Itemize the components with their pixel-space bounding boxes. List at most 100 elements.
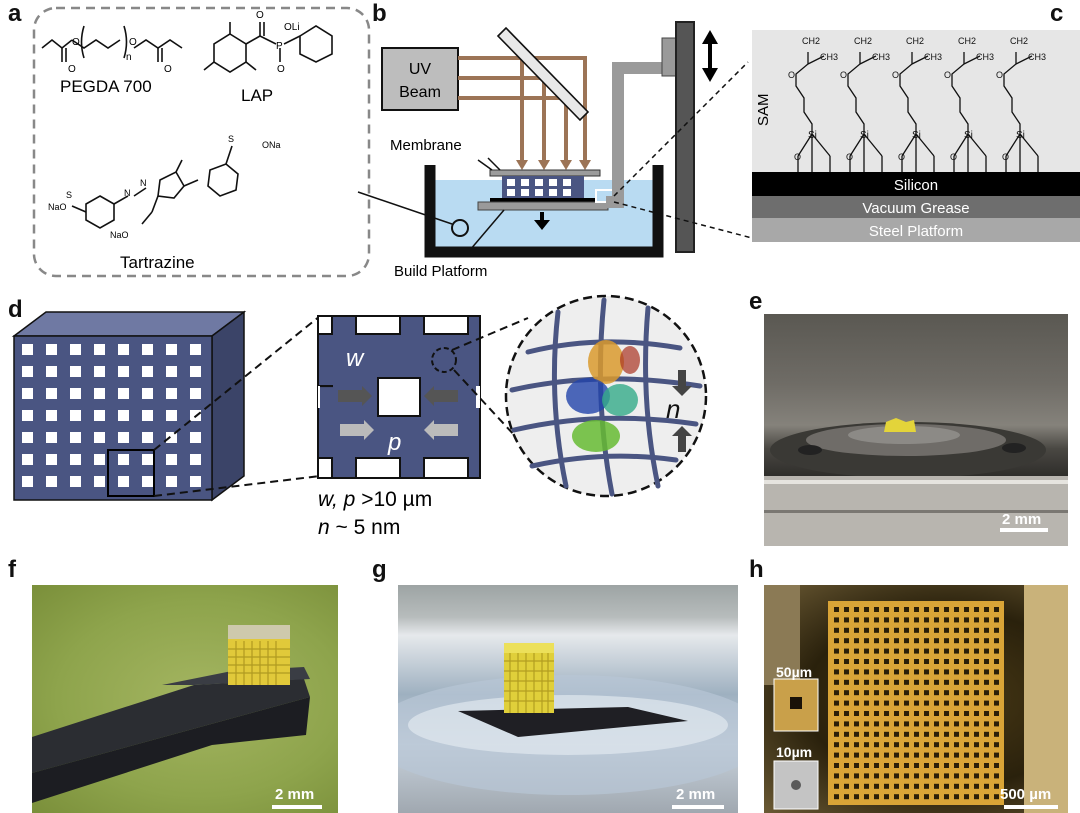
lattice-pore [994,721,999,727]
panel-g-scale: 2 mm [676,786,715,803]
lattice-pore [934,731,939,737]
lattice-pore [974,721,979,727]
cube-pore [94,388,105,399]
cube-pore [22,476,33,487]
lattice-pore [984,627,989,633]
lattice-pore [994,700,999,706]
cube-pore [166,454,177,465]
lattice-pore [934,794,939,800]
lattice-pore [904,783,909,789]
lattice-pore [964,763,969,768]
lattice-pore [884,773,889,779]
lattice-pore [934,617,939,623]
cube-pore [22,454,33,465]
lattice-pore [914,669,919,675]
lattice-pore [854,752,859,758]
cube-pore [22,432,33,443]
cube-pore [22,344,33,355]
lattice-pore [944,752,949,758]
lattice-pore [964,690,969,696]
n-label: n [666,394,680,424]
pegda-o4: O [164,64,172,75]
cube-pore [166,344,177,355]
lattice-pore [874,763,879,768]
lattice-pore [914,638,919,644]
lattice-pore [884,617,889,623]
lattice-pore [944,607,949,612]
cube-pore [190,432,201,443]
lattice-pore [864,742,869,748]
lattice-pore [834,773,839,779]
lattice-pore [874,638,879,644]
sam-ch3: CH3 [976,52,994,62]
lattice-pore [894,659,899,664]
lattice-pore [974,731,979,737]
lattice-pore [964,711,969,716]
lattice-pore [924,617,929,623]
lattice-pore [984,794,989,800]
lattice-pore [854,731,859,737]
lattice-pore [914,721,919,727]
lattice-pore [904,690,909,696]
lattice-pore [964,617,969,623]
panel-e-scale: 2 mm [1002,511,1041,528]
panel-g-photo: 2 mm [398,585,738,813]
lattice-pore [944,763,949,768]
lattice-pore [964,607,969,612]
lattice-pore [954,794,959,800]
lattice-pore [924,711,929,716]
lattice-pore [894,742,899,748]
lattice-pore [984,700,989,706]
lattice-pore [944,783,949,789]
lattice-pore [894,731,899,737]
cube-pore [142,410,153,421]
lattice-pore [974,617,979,623]
panel-f-scale: 2 mm [275,786,314,803]
cube-pore [22,366,33,377]
lattice-pore [934,690,939,696]
lattice-pore [874,669,879,675]
lattice-pore [964,794,969,800]
cube-pore [46,388,57,399]
lattice-pore [834,617,839,623]
lattice-pore [914,783,919,789]
lattice-pore [964,648,969,654]
lattice-pore [974,752,979,758]
sam-o-base: O [1002,152,1009,162]
lattice-pore [974,648,979,654]
lattice-pore [924,794,929,800]
pegda-label: PEGDA 700 [60,77,152,96]
cube-pore [70,410,81,421]
lattice-pore [994,690,999,696]
sam-o-base: O [794,152,801,162]
cube-pore [142,366,153,377]
tz-ona: ONa [262,140,281,150]
lattice-pore [864,763,869,768]
lattice-pore [944,773,949,779]
lattice-pore [864,783,869,789]
lattice-pore [934,763,939,768]
lattice-pore [914,607,919,612]
lattice-pore [934,659,939,664]
lattice-pore [964,679,969,685]
lattice-pore [844,783,849,789]
panel-c-letter: c [1050,0,1064,27]
lattice-pore [834,659,839,664]
lattice-pore [864,794,869,800]
lattice-pore [844,773,849,779]
lattice-pore [854,648,859,654]
lattice-pore [984,669,989,675]
lattice-pore [954,638,959,644]
panel-h-photo: 50µm 10µm 500 µm [764,585,1068,813]
lattice-pore [934,721,939,727]
cube-pore [190,454,201,465]
lattice-pore [844,617,849,623]
lattice-pore [974,773,979,779]
cube-pore [118,476,129,487]
lattice-pore [874,752,879,758]
lattice-pore [854,700,859,706]
lattice-pore [864,679,869,685]
lattice-pore [914,742,919,748]
lattice-pore [994,648,999,654]
lattice-pore [924,648,929,654]
